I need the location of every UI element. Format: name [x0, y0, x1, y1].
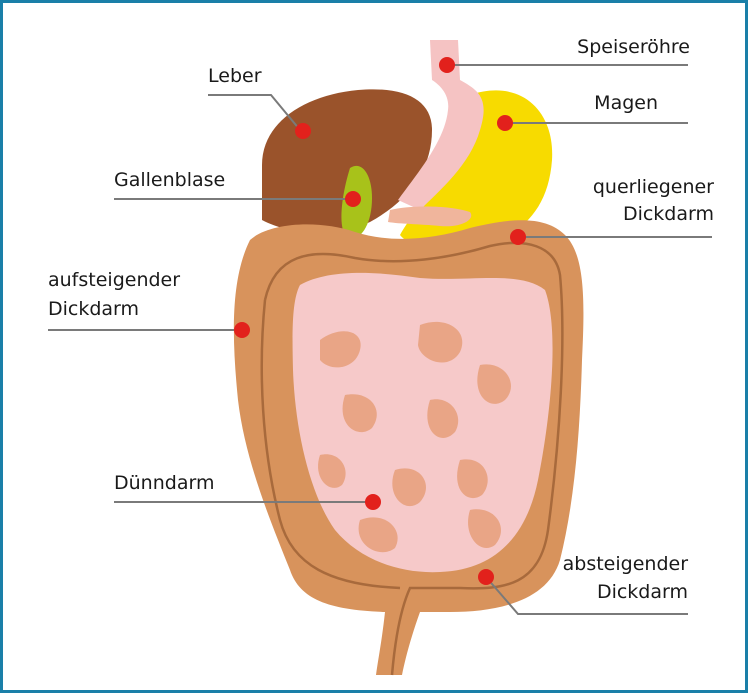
label-querliegender-2: Dickdarm	[623, 202, 714, 226]
marker-speiseroehre	[439, 57, 455, 73]
marker-aufsteigender	[234, 322, 250, 338]
marker-leber	[295, 123, 311, 139]
label-leber: Leber	[208, 64, 262, 88]
duodenum	[388, 206, 471, 226]
marker-magen	[497, 115, 513, 131]
marker-querliegender	[510, 229, 526, 245]
label-magen: Magen	[594, 91, 658, 115]
marker-duenndarm	[365, 494, 381, 510]
label-absteigender-2: Dickdarm	[597, 580, 688, 604]
label-speiseroehre: Speiseröhre	[577, 35, 690, 59]
label-duenndarm: Dünndarm	[114, 471, 214, 495]
label-aufsteigender-2: Dickdarm	[48, 297, 139, 321]
label-gallenblase: Gallenblase	[114, 168, 225, 192]
label-querliegender-1: querliegener	[593, 175, 714, 199]
marker-gallenblase	[345, 191, 361, 207]
label-absteigender-1: absteigender	[563, 552, 688, 576]
label-aufsteigender-1: aufsteigender	[48, 268, 180, 292]
marker-absteigender	[478, 569, 494, 585]
